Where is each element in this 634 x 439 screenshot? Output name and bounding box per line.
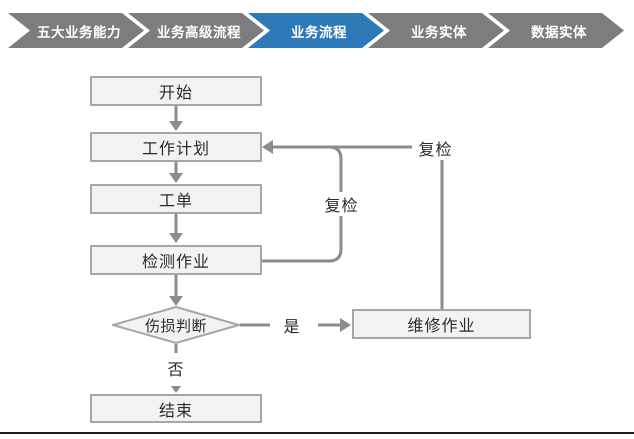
nav-step-label: 业务高级流程 — [157, 24, 241, 40]
nav-step-label: 数据实体 — [531, 24, 587, 40]
arrowhead-down-1 — [169, 121, 183, 131]
edge-recheck-outer-loop — [273, 145, 444, 309]
nav-step-label: 业务流程 — [291, 24, 347, 40]
nav-step-high-level-flow[interactable]: 业务高级流程 — [128, 13, 264, 48]
arrowhead-no-into-end — [171, 386, 181, 393]
flow-node-end: 结束 — [90, 394, 262, 423]
nav-step-label: 业务实体 — [411, 24, 467, 40]
flow-node-work-order: 工单 — [90, 184, 262, 214]
edge-label-recheck-outer: 复检 — [412, 136, 459, 160]
nav-step-business-entity[interactable]: 业务实体 — [368, 13, 504, 48]
edge-label-yes: 是 — [277, 314, 307, 336]
diamond-shape — [112, 306, 240, 344]
arrowhead-down-3 — [169, 233, 183, 243]
flow-node-damage-decision: 伤损判断 — [112, 306, 240, 344]
flow-node-start: 开始 — [90, 76, 262, 106]
arrowhead-yes-into-repair — [340, 318, 351, 332]
edge-label-no: 否 — [160, 356, 192, 379]
nav-step-business-flow[interactable]: 业务流程 — [248, 13, 384, 48]
slide-bottom-border — [0, 432, 634, 434]
arrowhead-down-2 — [169, 173, 183, 183]
edge-label-recheck-inner: 复检 — [318, 192, 365, 216]
flow-node-inspection: 检测作业 — [90, 245, 262, 275]
nav-step-five-capabilities[interactable]: 五大业务能力 — [8, 13, 144, 48]
flow-node-repair: 维修作业 — [352, 309, 531, 339]
nav-step-data-entity[interactable]: 数据实体 — [488, 13, 624, 48]
arrowhead-down-4 — [169, 296, 183, 306]
arrowhead-recheck-into-plan — [262, 140, 273, 154]
flow-node-work-plan: 工作计划 — [90, 132, 262, 162]
nav-step-label: 五大业务能力 — [37, 24, 121, 40]
diamond-label: 伤损判断 — [144, 317, 207, 335]
